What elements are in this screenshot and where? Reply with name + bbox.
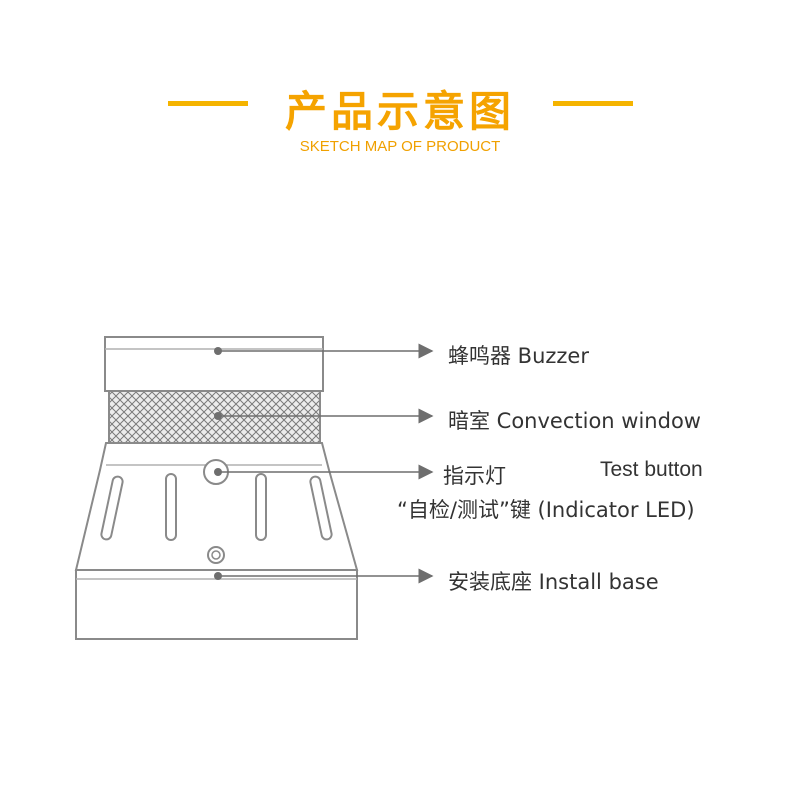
install-base-label: 安装底座 Install base (448, 570, 659, 594)
page-subtitle: SKETCH MAP OF PRODUCT (299, 138, 501, 155)
header-right-rule (553, 101, 633, 106)
detector-body (74, 442, 359, 571)
test-button-cn-label: “自检/测试”键 (Indicator LED) (397, 498, 695, 522)
buzzer-cap (104, 336, 324, 392)
page-title: 产品示意图 (284, 87, 515, 136)
header-left-rule (168, 101, 248, 106)
chamber-label: 暗室 Convection window (448, 409, 701, 433)
indicator-cn-label: 指示灯 (443, 464, 506, 488)
install-base (75, 546, 358, 640)
test-button-en-label: Test button (600, 458, 703, 481)
buzzer-label: 蜂鸣器 Buzzer (448, 344, 589, 368)
